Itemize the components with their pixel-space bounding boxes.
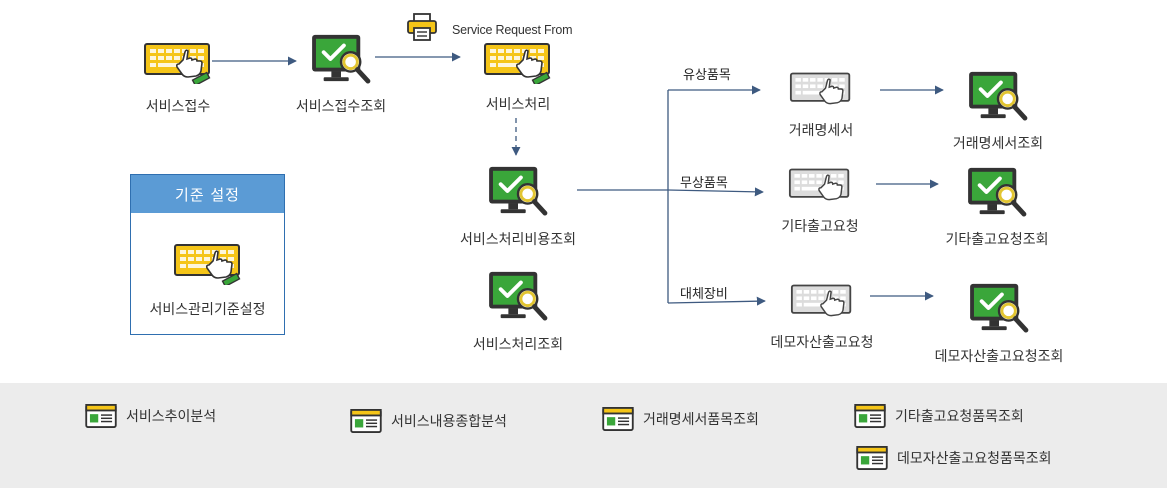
keyboard-hand-icon <box>788 164 852 206</box>
edge-label-free-items: 무상품목 <box>680 176 728 191</box>
node-label: 거래명세서 <box>788 123 854 139</box>
report-label: 서비스추이분석 <box>126 409 217 425</box>
monitor-magnifier-icon <box>967 70 1029 122</box>
connector-lines <box>212 52 944 306</box>
node-service-reception-inquiry[interactable]: 서비스접수조회 <box>274 33 408 118</box>
report-icon <box>350 409 382 433</box>
report-label: 기타출고요청품목조회 <box>895 409 1024 425</box>
node-service-processing-inquiry[interactable]: 서비스처리조회 <box>450 270 586 355</box>
standards-setting-panel: 기준 설정 서비스관리기준설정 <box>130 174 285 335</box>
monitor-magnifier-icon <box>310 33 372 85</box>
node-label: 거래명세서조회 <box>952 136 1044 152</box>
node-label: 서비스처리비용조회 <box>460 232 576 248</box>
node-label: 기타출고요청 <box>781 219 859 235</box>
node-label: 기타출고요청조회 <box>945 232 1049 248</box>
report-item-other-shipment-items-inquiry[interactable]: 기타출고요청품목조회 <box>854 404 1024 428</box>
standards-setting-title: 기준 설정 <box>131 175 284 213</box>
report-icon <box>856 446 888 470</box>
report-footer: 서비스추이분석 서비스내용종합분석 거래명세서품목조회 기타출고요청품목조회 데… <box>0 383 1167 488</box>
keyboard-hand-icon <box>173 239 243 285</box>
service-request-form-label: Service Request From <box>452 23 573 37</box>
keyboard-hand-icon <box>789 68 853 110</box>
node-label: 서비스접수조회 <box>295 99 387 115</box>
report-icon <box>85 404 117 428</box>
keyboard-hand-icon <box>143 38 213 84</box>
monitor-magnifier-icon <box>487 270 549 322</box>
monitor-magnifier-icon <box>968 282 1030 334</box>
report-label: 서비스내용종합분석 <box>391 414 507 430</box>
node-label: 서비스관리기준설정 <box>149 302 266 318</box>
node-statement[interactable]: 거래명세서 <box>766 68 876 143</box>
keyboard-hand-icon <box>790 280 854 322</box>
monitor-magnifier-icon <box>966 166 1028 218</box>
report-item-demo-asset-shipment-items-inquiry[interactable]: 데모자산출고요청품목조회 <box>856 446 1052 470</box>
report-icon <box>602 407 634 431</box>
report-item-service-trend-analysis[interactable]: 서비스추이분석 <box>85 404 216 428</box>
node-service-processing-cost-inquiry[interactable]: 서비스처리비용조회 <box>440 165 596 250</box>
node-label: 데모자산출고요청 <box>770 335 874 351</box>
report-item-statement-items-inquiry[interactable]: 거래명세서품목조회 <box>602 407 759 431</box>
report-label: 거래명세서품목조회 <box>643 412 759 428</box>
node-statement-inquiry[interactable]: 거래명세서조회 <box>930 70 1066 155</box>
report-icon <box>854 404 886 428</box>
node-other-shipment-request-inquiry[interactable]: 기타출고요청조회 <box>924 166 1070 251</box>
report-label: 데모자산출고요청품목조회 <box>897 451 1052 467</box>
monitor-magnifier-icon <box>487 165 549 217</box>
node-service-management-standards[interactable]: 서비스관리기준설정 <box>141 239 274 319</box>
node-other-shipment-request[interactable]: 기타출고요청 <box>762 164 878 239</box>
node-service-processing[interactable]: 서비스처리 <box>456 38 580 118</box>
edge-label-replacement-equipment: 대체장비 <box>680 287 728 302</box>
node-label: 서비스처리조회 <box>472 337 564 353</box>
printer-icon <box>406 12 438 42</box>
node-label: 서비스접수 <box>145 99 211 115</box>
node-label: 데모자산출고요청조회 <box>934 349 1064 365</box>
node-demo-asset-shipment-request[interactable]: 데모자산출고요청 <box>754 280 890 355</box>
edge-label-paid-items: 유상품목 <box>683 68 731 83</box>
report-item-service-content-analysis[interactable]: 서비스내용종합분석 <box>350 409 507 433</box>
node-demo-asset-shipment-request-inquiry[interactable]: 데모자산출고요청조회 <box>916 282 1082 367</box>
node-label: 서비스처리 <box>485 97 551 113</box>
node-service-reception[interactable]: 서비스접수 <box>116 38 240 118</box>
keyboard-hand-icon <box>483 38 553 84</box>
